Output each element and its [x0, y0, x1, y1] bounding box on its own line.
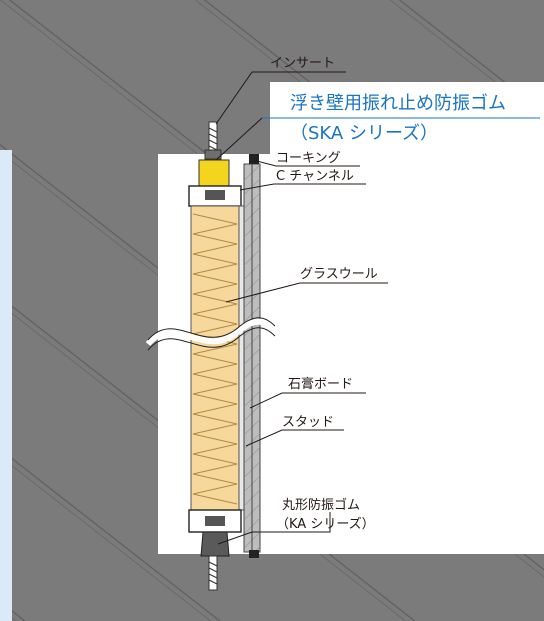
insert-bolt-bottom	[208, 555, 218, 591]
label-ka-series: （KA シリーズ）	[276, 516, 375, 532]
break-line	[145, 318, 278, 347]
title-panel	[270, 82, 544, 162]
stud-frame	[238, 205, 245, 511]
product-title: 浮き壁用振れ止め防振ゴム	[290, 93, 506, 114]
label-caulking: コーキング	[276, 151, 341, 166]
product-series: （SKA シリーズ）	[290, 123, 438, 144]
label-stud: スタッド	[282, 415, 334, 430]
glass-wool	[190, 205, 240, 511]
label-round-rubber: 丸形防振ゴム	[282, 497, 360, 513]
label-glass-wool: グラスウール	[300, 267, 378, 282]
left-accent-strip	[0, 150, 12, 621]
leader-lines	[215, 71, 388, 545]
c-channel-bottom	[188, 509, 242, 533]
glass-wool-pattern	[192, 213, 238, 505]
c-channel-top	[188, 185, 242, 207]
caulking-top	[249, 154, 259, 164]
label-insert: インサート	[270, 56, 335, 71]
ka-rubber-mount	[200, 531, 230, 557]
caulking-bottom	[249, 550, 259, 558]
label-c-channel: C チャンネル	[276, 169, 354, 184]
label-gypsum-board: 石膏ボード	[288, 376, 353, 392]
ska-rubber-mount	[198, 159, 230, 189]
